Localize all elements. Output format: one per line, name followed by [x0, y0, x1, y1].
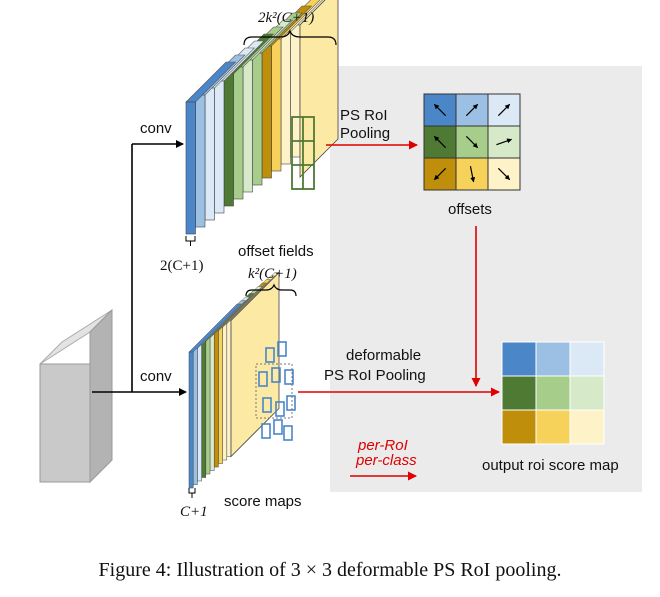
- score-slice: [197, 344, 202, 482]
- conv-top-label: conv: [140, 120, 172, 137]
- offset-slice: [242, 59, 253, 193]
- arrow-down-right-icon: [465, 135, 479, 149]
- arrow-down-icon: [469, 166, 476, 183]
- arrow-up-left-icon: [433, 103, 447, 117]
- score-slice: [213, 330, 219, 468]
- offset-slice: [271, 38, 282, 172]
- score-map-glyph: [258, 341, 296, 441]
- output-cell: [569, 409, 605, 445]
- offset-slice: [214, 80, 225, 214]
- ps-roi-label-line2: Pooling: [340, 125, 390, 142]
- arrow-right-icon: [496, 138, 513, 146]
- arrow-down-right-icon: [497, 167, 511, 181]
- input-feature-map: [39, 308, 113, 484]
- conv-connectors: [92, 140, 187, 396]
- offset-face: [299, 0, 339, 178]
- deformable-label-line1: deformable: [346, 347, 421, 364]
- top-channel-label: 2(C+1): [160, 258, 203, 274]
- score-slice: [188, 351, 194, 489]
- score-channel-brace: [188, 488, 196, 498]
- score-slice: [218, 327, 223, 464]
- offset-slice: [223, 73, 234, 207]
- arrow-up-right-icon: [465, 103, 479, 117]
- output-score-map-grid: [501, 341, 605, 445]
- score-slice: [201, 341, 207, 478]
- arrow-down-left-icon: [433, 167, 447, 181]
- output-score-map-label: output roi score map: [482, 457, 619, 474]
- arrow-up-left-icon: [433, 135, 447, 149]
- offset-slice: [261, 45, 272, 179]
- arrow-up-right-icon: [497, 103, 511, 117]
- output-cell: [569, 375, 605, 411]
- offset-slice: [185, 101, 196, 235]
- figure-caption: Figure 4: Illustration of 3 × 3 deformab…: [99, 559, 562, 581]
- score-channel-label: C+1: [180, 504, 208, 520]
- top-stack-brace: [243, 29, 337, 46]
- output-cell: [535, 409, 571, 445]
- output-cell: [501, 341, 537, 377]
- offset-slice: [252, 52, 263, 186]
- legend-label-line2: per-class: [355, 452, 417, 469]
- output-cell: [501, 375, 537, 411]
- score-maps-stack: [188, 271, 280, 489]
- output-cell: [569, 341, 605, 377]
- score-slice: [209, 334, 215, 471]
- score-face: [230, 271, 280, 458]
- offset-slice: [233, 66, 244, 200]
- output-cell: [501, 409, 537, 445]
- score-slice: [222, 323, 228, 461]
- conv-bottom-label: conv: [140, 368, 172, 385]
- offset-fields-stack: [185, 0, 339, 235]
- offset-fields-label: offset fields: [238, 243, 314, 260]
- ps-roi-label-line1: PS RoI: [340, 107, 388, 124]
- top-dim-label: 2k²(C+1): [258, 10, 314, 26]
- legend-label-line1: per-RoI: [357, 437, 408, 454]
- score-maps-label: score maps: [224, 493, 302, 510]
- offset-slice: [280, 31, 291, 165]
- deformable-label-line2: PS RoI Pooling: [324, 367, 426, 384]
- offsets-label: offsets: [448, 201, 492, 218]
- score-map-dashed-box: [255, 363, 293, 419]
- output-cell: [535, 375, 571, 411]
- offset-field-glyph: [291, 116, 315, 190]
- top-channel-brace: [185, 236, 196, 246]
- score-slice: [192, 348, 198, 485]
- offset-slice: [195, 94, 206, 228]
- score-slice: [205, 337, 211, 475]
- offset-slice: [204, 87, 215, 221]
- score-stack-brace: [245, 283, 297, 297]
- score-slice: [226, 320, 232, 457]
- output-cell: [535, 341, 571, 377]
- score-dim-label: k²(C+1): [248, 266, 297, 282]
- offsets-grid: [423, 93, 521, 191]
